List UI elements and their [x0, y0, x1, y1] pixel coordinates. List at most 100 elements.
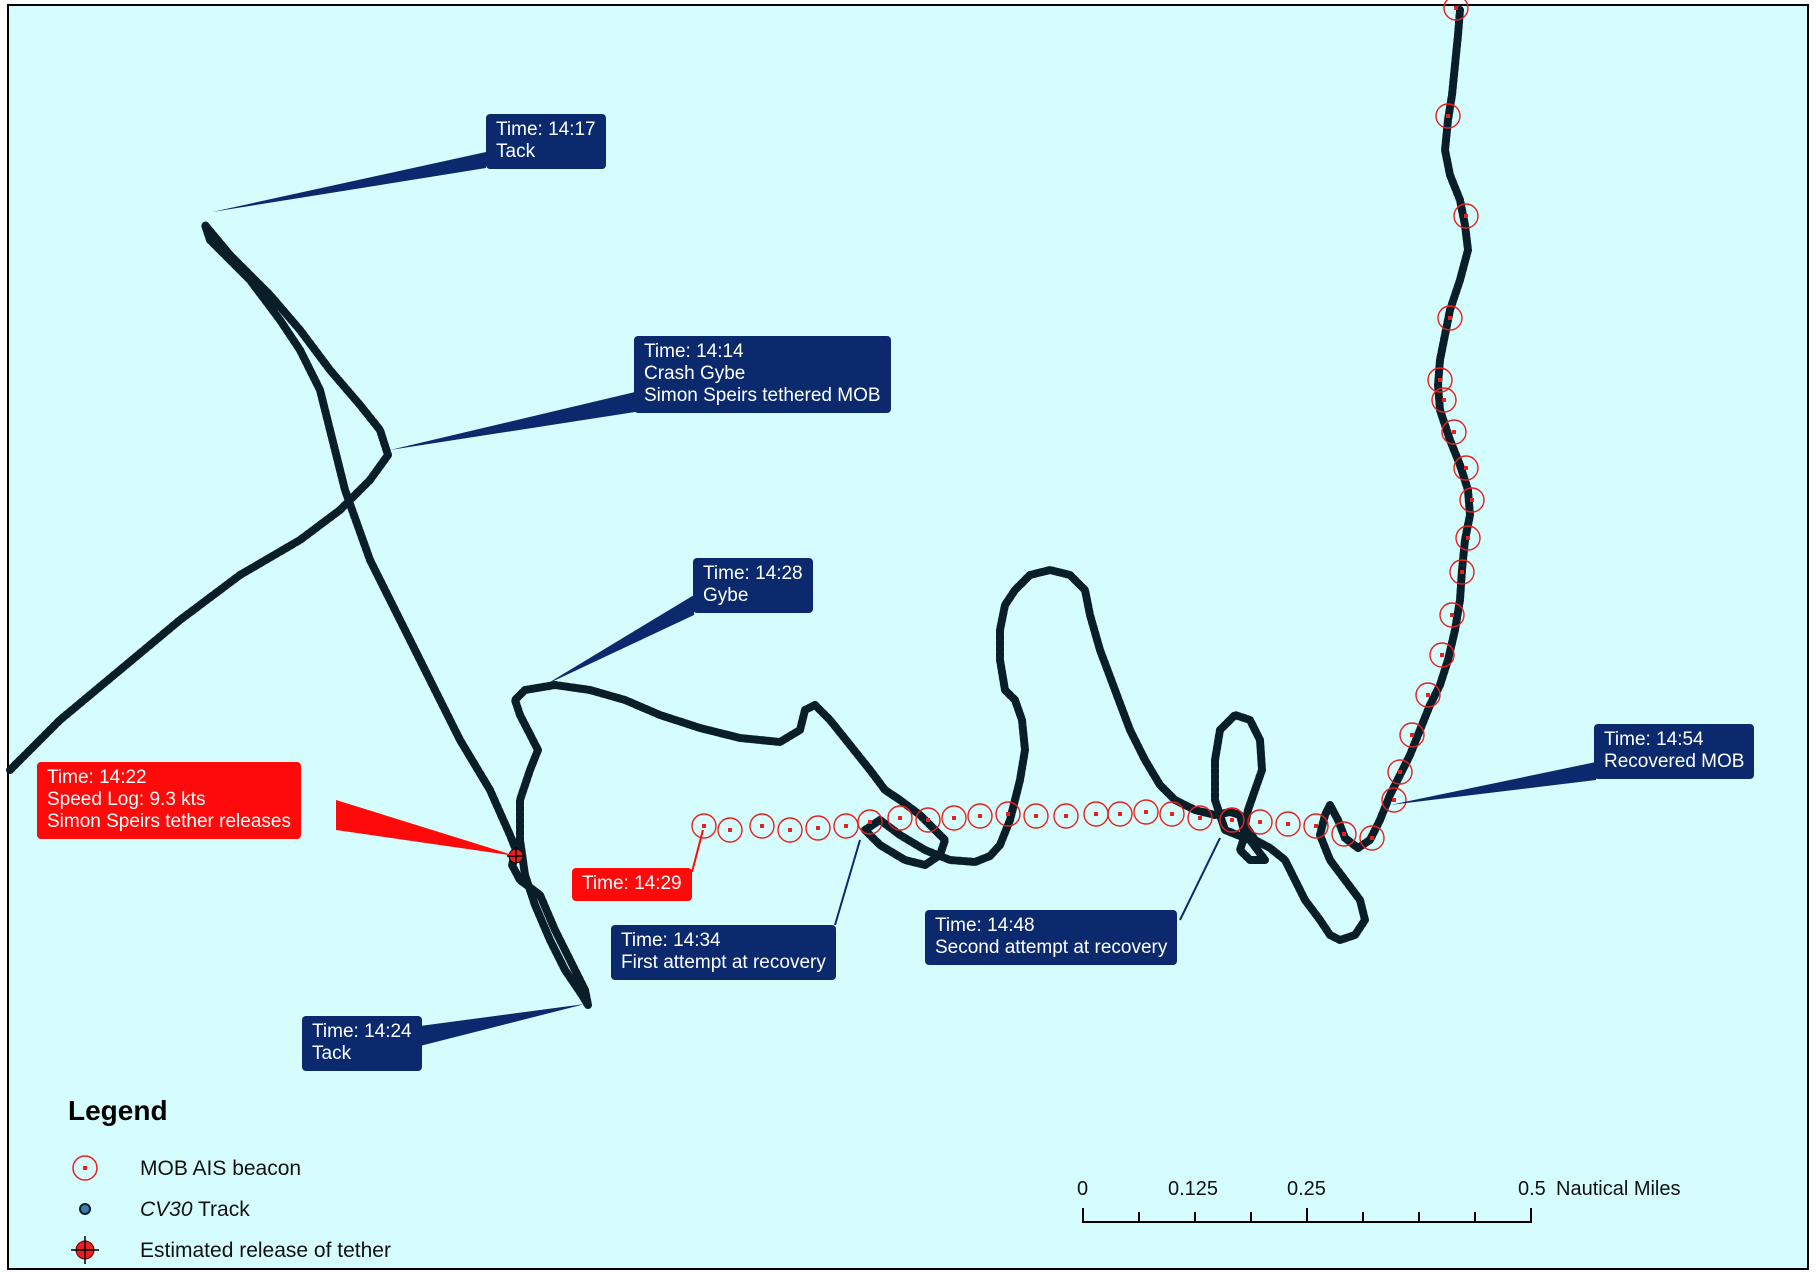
pointer-tack-1417: [212, 152, 486, 212]
mob-ais-beacon-icon: [1275, 811, 1301, 837]
callout-text: First attempt at recovery: [621, 952, 826, 973]
mob-ais-beacon-icon: [995, 801, 1021, 827]
scale-label-0: 0: [1077, 1178, 1089, 1200]
mob-ais-beacon-dot: [1144, 810, 1148, 814]
mob-ais-beacon-icon: [1187, 805, 1213, 831]
mob-ais-beacon-icon: [967, 803, 993, 829]
legend-label: Estimated release of tether: [140, 1239, 391, 1262]
callout-pointers: [212, 152, 1596, 1046]
mob-ais-beacon-icon: [1107, 801, 1133, 827]
map-frame: [7, 4, 1809, 1270]
mob-ais-beacon-dot: [1464, 466, 1468, 470]
mob-ais-beacon-dot: [1064, 814, 1068, 818]
tether-release-icon: [71, 1236, 99, 1264]
mob-ais-beacon-dot: [1470, 498, 1474, 502]
legend-label: CV30 Track: [140, 1198, 250, 1222]
mob-ais-beacons: [691, 0, 1485, 851]
mob-ais-beacon-icon: [1331, 821, 1357, 847]
mob-ais-beacon-dot: [1034, 814, 1038, 818]
mob-ais-beacon-icon: [1023, 803, 1049, 829]
pointer-release-1422: [336, 800, 516, 856]
pointer-second-attempt-1448: [1179, 837, 1221, 921]
mob-ais-beacon-icon: [941, 805, 967, 831]
callout-time: Time: 14:24: [312, 1021, 412, 1042]
mob-ais-beacon-icon: [1053, 803, 1079, 829]
mob-ais-beacon-dot: [844, 824, 848, 828]
mob-ais-beacon-dot: [1452, 430, 1456, 434]
mob-ais-beacon-icon: [72, 1155, 98, 1181]
mob-ais-beacon-dot: [1466, 536, 1470, 540]
mob-ais-beacon-icon: [1219, 807, 1245, 833]
pointer-mob-1429: [691, 829, 704, 873]
mob-ais-beacon-icon: [1303, 813, 1329, 839]
mob-ais-beacon-icon: [1455, 525, 1481, 551]
pointer-tack-1424: [420, 1004, 585, 1046]
callout-text: Crash Gybe: [644, 363, 746, 384]
mob-ais-beacon-dot: [1094, 812, 1098, 816]
mob-ais-beacon-dot: [1392, 798, 1396, 802]
mob-ais-beacon-dot: [1370, 836, 1374, 840]
pointer-first-attempt-1434: [834, 839, 861, 926]
mob-ais-beacon-dot: [978, 814, 982, 818]
mob-ais-beacon-icon: [1133, 799, 1159, 825]
mob-ais-beacon-icon: [1415, 682, 1441, 708]
mob-ais-beacon-dot: [1442, 398, 1446, 402]
mob-ais-beacon-icon: [1399, 722, 1425, 748]
callout-time: Time: 14:22: [47, 767, 147, 788]
legend: Legend MOB AIS beacon CV30 Track Estimat…: [68, 1095, 488, 1265]
legend-label-italic: CV30: [140, 1198, 193, 1221]
mob-ais-beacon-dot: [1448, 316, 1452, 320]
mob-ais-beacon-dot: [898, 816, 902, 820]
mob-ais-beacon-icon: [1427, 367, 1453, 393]
track-point-icon: [79, 1203, 91, 1215]
mob-ais-beacon-icon: [1453, 455, 1479, 481]
mob-ais-beacon-icon: [857, 809, 883, 835]
legend-item-mob-beacon: MOB AIS beacon: [68, 1151, 488, 1185]
mob-ais-beacon-dot: [1438, 378, 1442, 382]
mob-ais-beacon-icon: [777, 817, 803, 843]
scale-label-0125: 0.125: [1168, 1178, 1219, 1200]
mob-ais-beacon-dot: [1454, 6, 1458, 10]
callout-second-attempt-1448: Time: 14:48 Second attempt at recovery: [925, 910, 1178, 965]
mob-ais-beacon-dot: [1342, 832, 1346, 836]
mob-ais-beacon-icon: [1431, 387, 1457, 413]
callout-recovered-1454: Time: 14:54 Recovered MOB: [1594, 724, 1755, 779]
mob-ais-beacon-icon: [1453, 203, 1479, 229]
mob-ais-beacon-dot: [1286, 822, 1290, 826]
mob-ais-beacon-dot: [1446, 114, 1450, 118]
callout-text: Simon Speirs tethered MOB: [644, 385, 881, 406]
mob-ais-beacon-icon: [749, 813, 775, 839]
pointer-gybe-1428: [545, 595, 694, 685]
callout-text: Second attempt at recovery: [935, 937, 1168, 958]
legend-item-track: CV30 Track: [68, 1192, 488, 1226]
mob-ais-beacon-dot: [952, 816, 956, 820]
callout-tack-1424: Time: 14:24 Tack: [302, 1016, 422, 1071]
mob-ais-beacon-icon: [691, 813, 717, 839]
callout-time: Time: 14:54: [1604, 729, 1704, 750]
mob-ais-beacon-dot: [1314, 824, 1318, 828]
callout-time: Time: 14:29: [582, 873, 682, 894]
mob-ais-beacon-dot: [1464, 214, 1468, 218]
mob-ais-beacon-icon: [1429, 642, 1455, 668]
legend-title: Legend: [68, 1095, 168, 1126]
scale-label-025: 0.25: [1287, 1178, 1326, 1200]
mob-ais-beacon-dot: [760, 824, 764, 828]
legend-item-tether-release: Estimated release of tether: [68, 1233, 488, 1267]
mob-ais-beacon-dot: [702, 824, 706, 828]
callout-time: Time: 14:48: [935, 915, 1035, 936]
callout-text: Tack: [312, 1043, 352, 1064]
callout-tack-1417: Time: 14:17 Tack: [486, 114, 606, 169]
callout-time: Time: 14:17: [496, 119, 596, 140]
mob-ais-beacon-icon: [1449, 559, 1475, 585]
mob-ais-beacon-dot: [1398, 770, 1402, 774]
scale-label-05: 0.5: [1518, 1178, 1546, 1200]
mob-ais-beacon-icon: [1387, 759, 1413, 785]
mob-ais-beacon-icon: [915, 807, 941, 833]
callout-time: Time: 14:28: [703, 563, 803, 584]
pointer-recovered-1454: [1390, 762, 1596, 805]
callout-first-attempt-1434: Time: 14:34 First attempt at recovery: [611, 925, 836, 980]
mob-ais-beacon-dot: [1118, 812, 1122, 816]
mob-ais-beacon-dot: [816, 826, 820, 830]
legend-label-rest: Track: [192, 1198, 250, 1221]
